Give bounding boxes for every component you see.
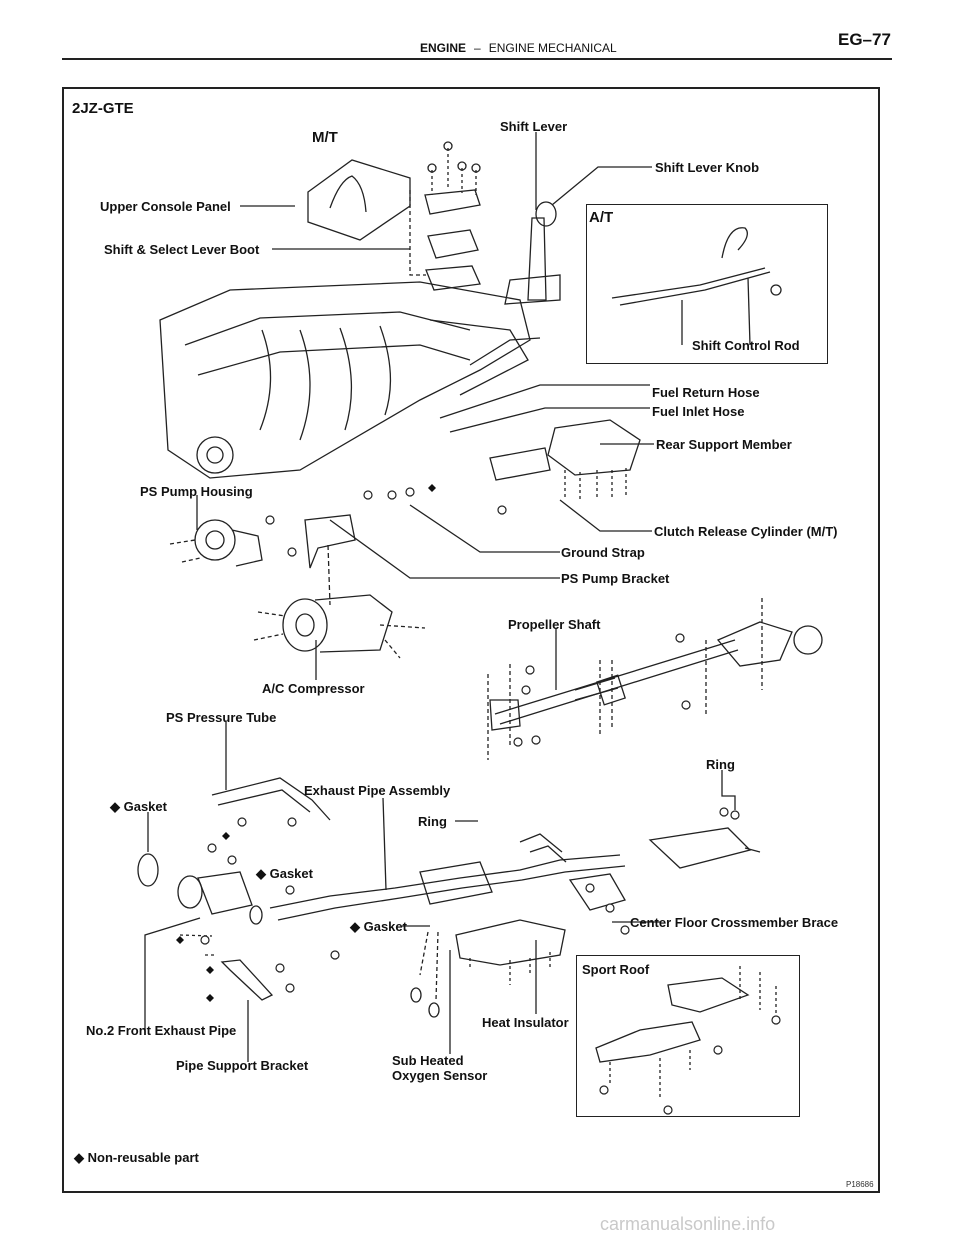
sport-roof-label: Sport Roof — [582, 962, 650, 977]
diamond-mark — [206, 966, 214, 974]
sub-heated-oxygen-sensor-label-2: Oxygen Sensor — [392, 1068, 488, 1083]
clutch-cylinder-shape — [489, 447, 551, 481]
leader-ground-strap — [409, 504, 560, 553]
sport-roof-insulator-shape — [595, 1021, 701, 1063]
header-section-title: ENGINE — [420, 41, 467, 55]
diamond-mark — [222, 832, 230, 840]
ps-pressure-tube-shape — [211, 777, 331, 821]
figure-frame — [62, 87, 880, 1193]
figure-id: P18686 — [846, 1180, 874, 1189]
leader-ring-upper — [721, 770, 736, 810]
page-number: EG–77 — [838, 30, 891, 49]
shift-select-lever-boot-label: Shift & Select Lever Boot — [104, 242, 260, 257]
at-inset-box — [586, 204, 828, 364]
ac-compressor-pulley — [282, 598, 328, 652]
ring-upper-label: Ring — [706, 757, 735, 772]
sport-roof-inset-box — [576, 955, 800, 1117]
differential-flange — [793, 625, 823, 655]
rear-support-member-label: Rear Support Member — [656, 437, 792, 452]
leader-no2-front-exhaust — [144, 917, 201, 1030]
ps-pressure-tube-label: PS Pressure Tube — [166, 710, 277, 725]
sport-roof-bracket-shape — [667, 977, 750, 1013]
shift-lever-knob-label: Shift Lever Knob — [655, 160, 760, 175]
engine-block-outline — [159, 281, 531, 479]
transmission-bellhousing — [429, 319, 529, 396]
gasket-center-label: ◆ Gasket — [350, 919, 407, 934]
pipe-support-bracket-shape — [220, 959, 274, 1001]
gasket-left-label: ◆ Gasket — [110, 799, 167, 814]
shift-plate-top — [424, 189, 481, 215]
leader-clutch-release-cylinder — [559, 499, 652, 532]
diamond-mark — [428, 484, 436, 492]
header-rule — [62, 58, 892, 60]
leader-shift-control-rod-2 — [747, 277, 751, 346]
diamond-mark — [206, 994, 214, 1002]
console-panel-shape — [307, 159, 411, 241]
leader-fuel-inlet-hose — [449, 407, 650, 433]
propeller-shaft-tube — [494, 639, 739, 725]
center-floor-crossmember-brace-label: Center Floor Crossmember Brace — [630, 915, 839, 930]
exhaust-pipe-assembly-label: Exhaust Pipe Assembly — [304, 783, 451, 798]
clutch-release-cylinder-label: Clutch Release Cylinder (M/T) — [654, 524, 838, 539]
header-separator: – — [474, 41, 481, 55]
sub-heated-oxygen-sensor-label-1: Sub Heated — [392, 1053, 464, 1068]
fuel-return-hose-label: Fuel Return Hose — [652, 385, 760, 400]
ps-pump-housing-label: PS Pump Housing — [140, 484, 253, 499]
flange-yoke — [716, 621, 793, 667]
leader-exhaust-pipe-assembly — [382, 797, 387, 891]
shift-knob-shape — [535, 201, 557, 227]
watermark-text: carmanualsonline.info — [600, 1214, 776, 1234]
ps-pump-shape — [194, 519, 236, 561]
engine-pulley — [196, 436, 234, 474]
at-control-rod — [611, 267, 771, 306]
header-subsection-title: ENGINE MECHANICAL — [488, 41, 617, 55]
header-section: ENGINE–ENGINE MECHANICAL — [420, 41, 617, 55]
rear-support-member-shape — [547, 419, 641, 476]
shift-control-rod-label: Shift Control Rod — [692, 338, 800, 353]
crossmember-brace-shape — [568, 873, 626, 911]
leader-ps-pump-bracket — [329, 519, 560, 579]
fuel-inlet-hose-label: Fuel Inlet Hose — [652, 404, 745, 419]
muffler-shape — [648, 827, 752, 869]
engine-code-label: 2JZ-GTE — [72, 100, 134, 117]
exhaust-pipe-shape — [269, 854, 626, 921]
ps-pump-bracket-label: PS Pump Bracket — [561, 571, 670, 586]
catalytic-converter-shape — [419, 861, 493, 905]
ground-strap-label: Ground Strap — [561, 545, 645, 560]
heat-insulator-shape — [455, 919, 566, 966]
center-bearing — [596, 674, 626, 706]
gasket-mid-label: ◆ Gasket — [256, 866, 313, 881]
shift-plate-bottom — [425, 265, 481, 291]
leader-fuel-return-hose — [439, 384, 650, 419]
non-reusable-legend: ◆ Non-reusable part — [74, 1150, 199, 1165]
leader-shift-lever-knob — [551, 166, 652, 206]
pipe-support-bracket-label: Pipe Support Bracket — [176, 1058, 309, 1073]
heat-insulator-label: Heat Insulator — [482, 1015, 569, 1030]
intake-manifold-runners — [259, 325, 392, 441]
mt-label: M/T — [312, 129, 338, 146]
diamond-mark — [176, 936, 184, 944]
no2-front-exhaust-pipe-label: No.2 Front Exhaust Pipe — [86, 1023, 237, 1038]
shift-lever-label: Shift Lever — [500, 119, 568, 134]
at-label: A/T — [589, 209, 614, 226]
shift-boot-shape — [427, 229, 479, 259]
gasket-ring-shape — [137, 853, 159, 887]
ac-compressor-label: A/C Compressor — [262, 681, 365, 696]
propeller-shaft-label: Propeller Shaft — [508, 617, 601, 632]
ring-lower-label: Ring — [418, 814, 447, 829]
front-exhaust-converter — [197, 871, 253, 915]
upper-console-panel-label: Upper Console Panel — [100, 199, 231, 214]
shift-lever-shaft — [527, 217, 547, 301]
ps-pump-bracket-shape — [304, 514, 356, 569]
